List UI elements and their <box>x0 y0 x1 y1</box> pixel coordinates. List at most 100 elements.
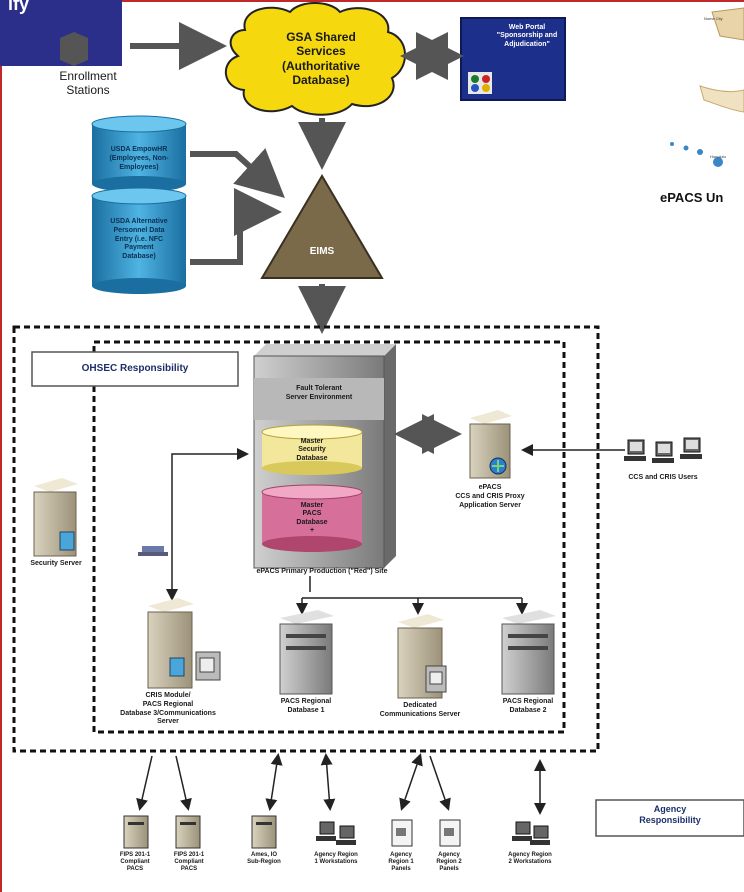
ohsec-box <box>31 351 239 387</box>
web-portal-label: Web Portal "Sponsorship and Adjudication… <box>490 24 564 49</box>
usda-empowhr-line2: (Employees, Non- <box>109 154 169 162</box>
master-pacs-line1: Master <box>300 502 324 509</box>
enrollment-label: Enrollment Stations <box>59 69 117 97</box>
dedicated-label: Dedicated Communications Server <box>368 702 472 720</box>
cris-line4: Server <box>157 718 179 726</box>
bottom-region2-panels-line3: Panels <box>439 866 459 873</box>
bottom-fips1-line2: Compliant <box>120 859 150 866</box>
bottom-region2-ws-line1: Agency Region <box>508 852 552 858</box>
pacs-db1-line2: Database 1 <box>287 706 325 714</box>
agency-region1-workstations-icon <box>316 821 356 845</box>
bottom-label-region1-panels: Agency Region 1 Panels <box>376 852 426 874</box>
server-env-line2: Server Environment <box>285 394 353 402</box>
web-portal-line3: Adjudication" <box>504 40 550 48</box>
dedicated-comm-server-icon <box>397 614 447 699</box>
master-security-line2: Security <box>298 446 326 454</box>
bottom-label-fips2: FIPS 201-1 Compliant PACS <box>160 852 218 874</box>
eims-triangle <box>260 174 384 279</box>
agency-line2: Responsibility <box>639 815 701 826</box>
pacs-db1-label: PACS Regional Database 1 <box>262 698 350 716</box>
outer-dashed-boundary <box>12 325 600 753</box>
gsa-line3: (Authoritative <box>282 58 360 73</box>
cris-line3: Database 3/Communications <box>120 709 216 717</box>
master-pacs-database-cylinder <box>261 484 363 552</box>
usda-empowhr-line3: Employees) <box>119 163 159 171</box>
master-pacs-label: Master PACS Database + <box>262 502 362 536</box>
usda-empowhr-line1: USDA EmpowHR <box>110 146 168 153</box>
master-pacs-line3: Database <box>296 518 328 526</box>
fips-pacs-1-icon <box>123 815 149 849</box>
map-label: ePACS Un <box>660 190 724 205</box>
security-server-label: Security Server <box>30 560 82 567</box>
ames-sub-region-icon <box>251 815 277 849</box>
usda-alt-label: USDA Alternative Personnel Data Entry (i… <box>96 218 182 262</box>
fips-pacs-2-icon <box>175 815 201 849</box>
top-red-line <box>122 0 744 2</box>
bottom-ames-line1: Ames, IO <box>250 852 277 858</box>
pacs-db2-line2: Database 2 <box>509 706 547 714</box>
bottom-label-ames: Ames, IO Sub-Region <box>234 852 294 866</box>
bottom-region2-panels-line2: Region 2 <box>436 859 462 866</box>
cris-label: CRIS Module/ PACS Regional Database 3/Co… <box>98 692 238 727</box>
corner-tab-text: ify <box>8 0 30 14</box>
bottom-fips2-line2: Compliant <box>174 859 204 866</box>
bottom-arrows <box>136 753 546 815</box>
bottom-region1-ws-line1: Agency Region <box>314 852 358 858</box>
pacs-regional-db2-icon <box>501 610 556 695</box>
proxy-line3: Application Server <box>459 501 521 509</box>
usda-empowhr-cylinder <box>91 115 187 192</box>
agency-box <box>595 799 744 837</box>
master-security-line3: Database <box>296 454 328 462</box>
proxy-line2: CCS and CRIS Proxy <box>455 492 525 500</box>
gsa-line2: Services <box>296 44 346 59</box>
master-security-line1: Master <box>300 438 324 445</box>
ohsec-label: OHSEC Responsibility <box>81 363 189 374</box>
bottom-fips2-line3: PACS <box>180 866 198 873</box>
gsa-cloud <box>224 2 406 116</box>
network-device-icon <box>142 546 164 552</box>
map-city1: Nome City <box>704 16 723 21</box>
proxy-server-icon <box>469 410 512 479</box>
gsa-line1: GSA Shared <box>286 30 356 44</box>
cris-line2: PACS Regional <box>142 700 194 708</box>
bottom-fips2-line1: FIPS 201-1 <box>173 852 205 858</box>
agency-label: Agency Responsibility <box>596 804 744 827</box>
cris-line1: CRIS Module/ <box>145 692 191 699</box>
master-security-label: Master Security Database <box>262 438 362 463</box>
usda-alt-line1: USDA Alternative <box>110 218 168 225</box>
bottom-fips1-line3: PACS <box>126 866 144 873</box>
usda-empowhr-label: USDA EmpowHR (Employees, Non- Employees) <box>96 146 182 172</box>
bottom-region1-ws-line2: 1 Workstations <box>314 859 358 866</box>
eims-label: EIMS <box>309 246 335 257</box>
bottom-label-region1-ws: Agency Region 1 Workstations <box>302 852 370 866</box>
master-pacs-line4: + <box>309 527 315 535</box>
bottom-label-region2-panels: Agency Region 2 Panels <box>424 852 474 874</box>
agency-region2-workstations-icon <box>512 821 550 845</box>
bottom-fips1-line1: FIPS 201-1 <box>119 852 151 858</box>
bottom-label-fips1: FIPS 201-1 Compliant PACS <box>106 852 164 874</box>
bottom-label-region2-ws: Agency Region 2 Workstations <box>494 852 566 866</box>
usda-alt-line2: Personnel Data <box>113 226 165 234</box>
cris-server-icon <box>147 598 221 689</box>
inner-dashed-boundary <box>92 340 566 734</box>
master-pacs-line2: PACS <box>302 510 322 518</box>
dedicated-line2: Communications Server <box>379 710 461 718</box>
pacs-db1-line1: PACS Regional <box>280 698 332 705</box>
master-security-database-cylinder <box>261 424 363 475</box>
bottom-region2-panels-line1: Agency <box>438 852 460 858</box>
agency-region1-panels-icon <box>391 819 413 847</box>
bottom-region1-panels-line1: Agency <box>390 852 412 858</box>
arrow-empowhr-eims <box>190 148 285 199</box>
map-fragment <box>670 7 744 167</box>
bottom-region2-ws-line2: 2 Workstations <box>508 859 552 866</box>
arrow-alt-eims <box>190 188 282 265</box>
left-red-line <box>0 66 2 892</box>
primary-site-label: ePACS Primary Production ("Red") Site <box>256 568 388 575</box>
gsa-line4: Database) <box>292 73 350 88</box>
server-env-line1: Fault Tolerant <box>296 385 342 392</box>
server-env-label: Fault Tolerant Server Environment <box>256 384 382 402</box>
dedicated-line1: Dedicated <box>403 702 437 709</box>
proxy-label: ePACS CCS and CRIS Proxy Application Ser… <box>430 484 550 510</box>
arrow-security-cris <box>166 448 249 601</box>
bottom-ames-line2: Sub-Region <box>247 859 281 866</box>
